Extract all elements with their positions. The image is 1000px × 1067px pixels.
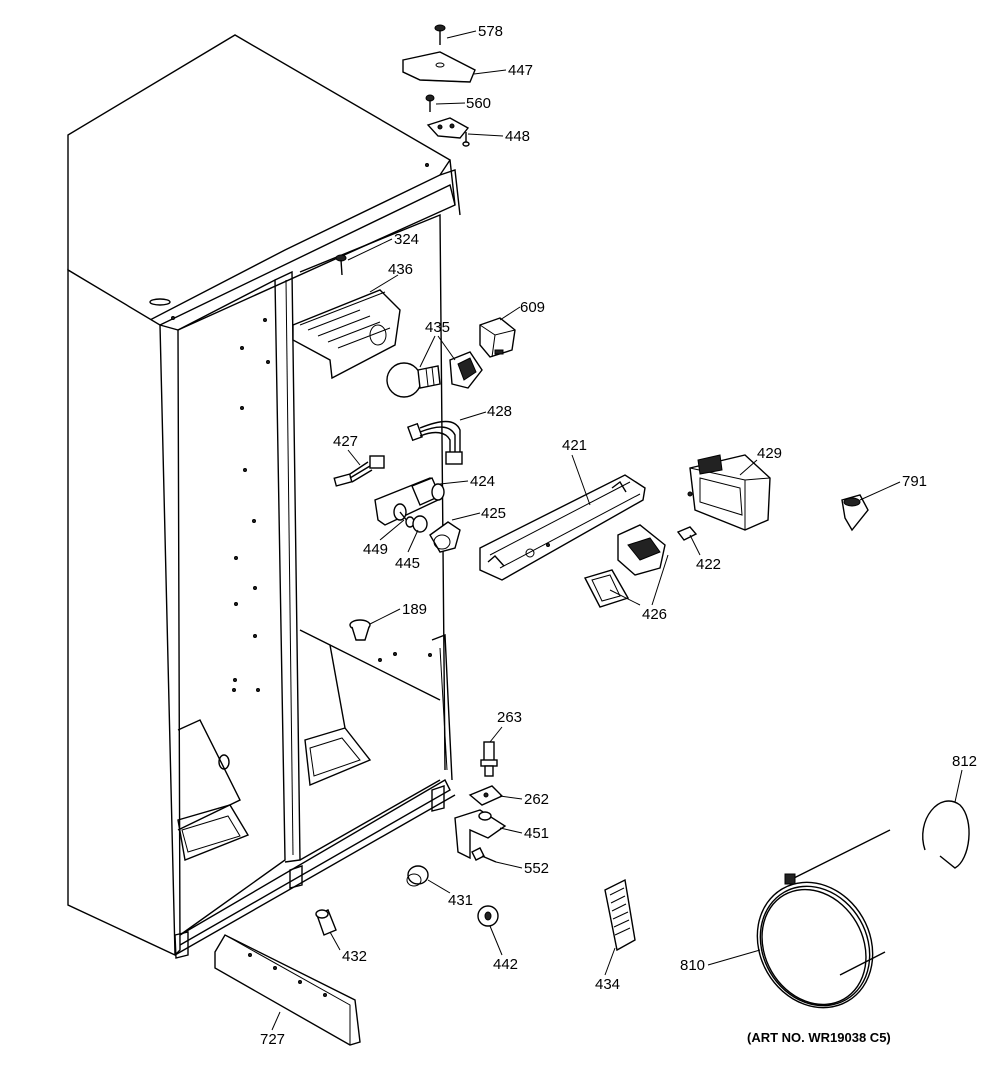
light-bulb-435 bbox=[386, 362, 441, 398]
control-parts bbox=[333, 420, 463, 553]
kickplate-727 bbox=[214, 934, 361, 1046]
callout-448: 448 bbox=[505, 128, 530, 145]
part-432 bbox=[315, 909, 337, 936]
water-line-810 bbox=[756, 829, 891, 1009]
mounting-holes bbox=[232, 318, 432, 692]
callout-609: 609 bbox=[520, 299, 545, 316]
temperature-control-424 bbox=[374, 477, 445, 526]
callout-421: 421 bbox=[562, 437, 587, 454]
control-knob-425 bbox=[429, 521, 461, 553]
part-791 bbox=[841, 494, 869, 532]
callout-189: 189 bbox=[402, 601, 427, 618]
callout-436: 436 bbox=[388, 261, 413, 278]
switch-609 bbox=[479, 317, 516, 358]
callout-262: 262 bbox=[524, 791, 549, 808]
callout-427: 427 bbox=[333, 433, 358, 450]
callout-426: 426 bbox=[642, 606, 667, 623]
callout-425: 425 bbox=[481, 505, 506, 522]
control-housing-421 bbox=[479, 474, 646, 581]
callout-447: 447 bbox=[508, 62, 533, 79]
roller-431 bbox=[406, 865, 429, 887]
callout-422: 422 bbox=[696, 556, 721, 573]
grille-434 bbox=[604, 878, 636, 952]
callout-445: 445 bbox=[395, 555, 420, 572]
light-socket-435 bbox=[449, 351, 483, 389]
hinge-pin-263 bbox=[480, 741, 498, 777]
callout-449: 449 bbox=[363, 541, 388, 558]
callout-560: 560 bbox=[466, 95, 491, 112]
plug-189 bbox=[349, 619, 371, 641]
lower-parts bbox=[214, 619, 970, 1046]
callout-263: 263 bbox=[497, 709, 522, 726]
callout-552: 552 bbox=[524, 860, 549, 877]
callout-812: 812 bbox=[952, 753, 977, 770]
callout-labels: 578 447 560 448 324 436 435 609 428 427 … bbox=[260, 23, 977, 1048]
screw-578 bbox=[434, 24, 446, 45]
art-number: (ART NO. WR19038 C5) bbox=[747, 1030, 891, 1045]
wire-harness-427 bbox=[333, 455, 385, 487]
control-housing-parts bbox=[479, 454, 869, 608]
screw-560 bbox=[425, 94, 435, 112]
callout-434: 434 bbox=[595, 976, 620, 993]
damper-426 bbox=[583, 524, 666, 608]
callout-435: 435 bbox=[425, 319, 450, 336]
leader-lines bbox=[271, 30, 963, 1031]
washer-442 bbox=[477, 905, 499, 927]
wire-harness-428 bbox=[407, 420, 463, 465]
callout-432: 432 bbox=[342, 948, 367, 965]
clip-422 bbox=[676, 526, 698, 541]
callout-424: 424 bbox=[470, 473, 495, 490]
callout-791: 791 bbox=[902, 473, 927, 490]
callout-428: 428 bbox=[487, 403, 512, 420]
bottom-hinge-451 bbox=[454, 809, 507, 860]
callout-429: 429 bbox=[757, 445, 782, 462]
screw-324 bbox=[335, 254, 347, 276]
light-shield-436 bbox=[292, 289, 401, 380]
screw-552 bbox=[471, 847, 497, 863]
hinge-cover-447 bbox=[402, 51, 476, 83]
bushing-262 bbox=[468, 785, 504, 806]
light-parts bbox=[292, 254, 516, 398]
callout-442: 442 bbox=[493, 956, 518, 973]
callout-578: 578 bbox=[478, 23, 503, 40]
hinge-448 bbox=[426, 117, 470, 147]
callout-324: 324 bbox=[394, 231, 419, 248]
top-hinge-parts bbox=[402, 24, 476, 147]
tube-812 bbox=[922, 800, 970, 869]
spacer-445 bbox=[412, 515, 428, 533]
refrigerator-cabinet bbox=[67, 34, 461, 959]
callout-431: 431 bbox=[448, 892, 473, 909]
callout-451: 451 bbox=[524, 825, 549, 842]
duct-housing-429 bbox=[687, 454, 771, 531]
callout-727: 727 bbox=[260, 1031, 285, 1048]
callout-810: 810 bbox=[680, 957, 705, 974]
